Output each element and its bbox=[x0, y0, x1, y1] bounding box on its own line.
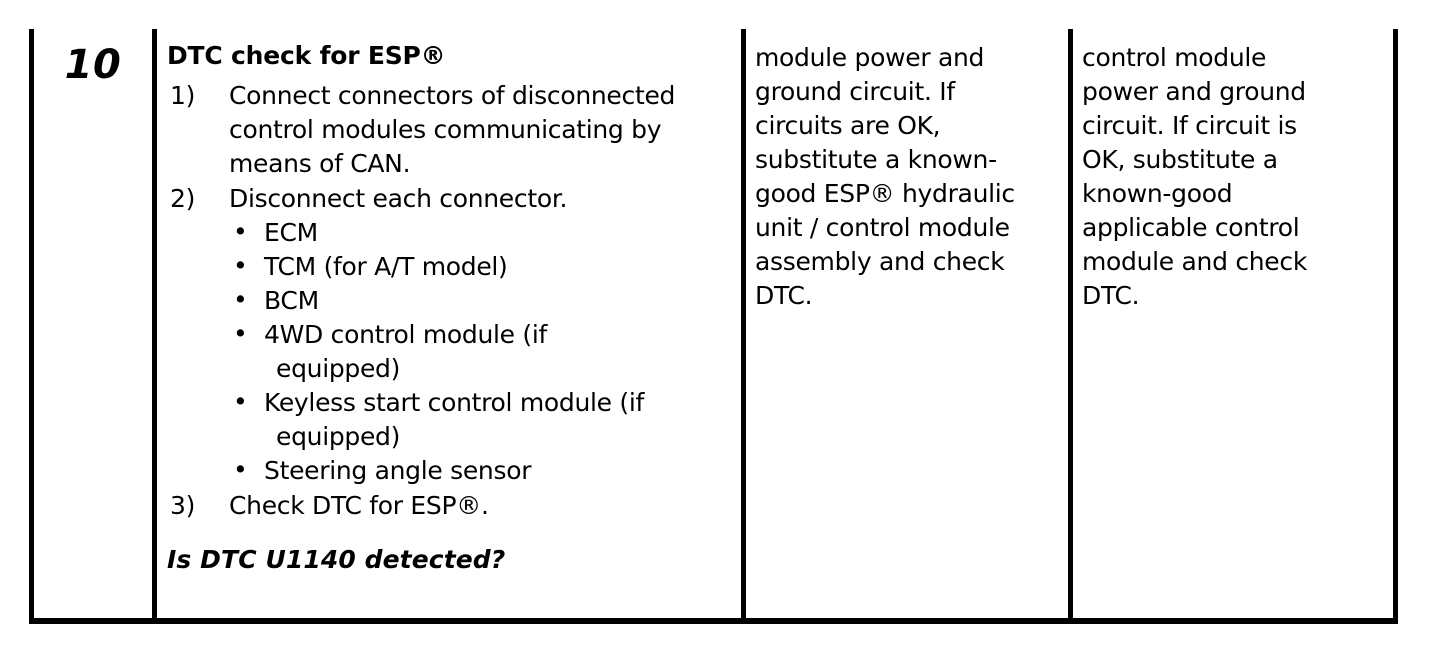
step-number-cell: 10 bbox=[34, 29, 152, 618]
action-step-1: 1) Connect connectors of disconnected co… bbox=[167, 79, 735, 181]
action-step-1-text: Connect connectors of disconnected contr… bbox=[229, 81, 676, 178]
no-line: known-good bbox=[1082, 179, 1233, 208]
yes-line: module power and bbox=[755, 43, 985, 72]
yes-line: substitute a known- bbox=[755, 145, 997, 174]
bullet-dot-icon: • bbox=[233, 251, 248, 280]
action-step-list: 1) Connect connectors of disconnected co… bbox=[167, 79, 735, 523]
yes-line: ground circuit. If bbox=[755, 77, 955, 106]
no-line: DTC. bbox=[1082, 281, 1140, 310]
no-line: power and ground bbox=[1082, 77, 1306, 106]
yes-line: assembly and check bbox=[755, 247, 1005, 276]
action-step-1-marker: 1) bbox=[170, 81, 196, 110]
bullet-dot-icon: • bbox=[233, 285, 248, 314]
yes-result-cell: module power and ground circuit. If circ… bbox=[746, 29, 1068, 618]
connector-bullet-tcm: • TCM (for A/T model) bbox=[229, 250, 735, 284]
connector-bullet-ecm-label: ECM bbox=[264, 218, 318, 247]
step-number: 10 bbox=[64, 42, 122, 88]
connector-bullet-4wd-label: 4WD control module (if bbox=[264, 320, 547, 349]
action-heading: DTC check for ESP® bbox=[167, 41, 446, 70]
action-cell: DTC check for ESP® 1) Connect connectors… bbox=[157, 29, 741, 618]
bullet-dot-icon: • bbox=[233, 387, 248, 416]
yes-line: circuits are OK, bbox=[755, 111, 941, 140]
yes-line: DTC. bbox=[755, 281, 813, 310]
table-border-bottom bbox=[29, 618, 1398, 624]
yes-line: unit / control module bbox=[755, 213, 1010, 242]
table-divider-action bbox=[741, 29, 746, 623]
no-line: control module bbox=[1082, 43, 1267, 72]
bullet-dot-icon: • bbox=[233, 455, 248, 484]
action-step-2: 2) Disconnect each connector. • ECM • TC… bbox=[167, 182, 735, 488]
table-border-right bbox=[1393, 29, 1398, 623]
action-step-2-marker: 2) bbox=[170, 184, 196, 213]
action-step-3: 3) Check DTC for ESP®. bbox=[167, 489, 735, 523]
no-line: applicable control bbox=[1082, 213, 1300, 242]
table-divider-yes bbox=[1068, 29, 1073, 623]
connector-bullet-4wd: • 4WD control module (if equipped) bbox=[229, 318, 735, 386]
connector-bullet-keyless: • Keyless start control module (if equip… bbox=[229, 386, 735, 454]
bullet-dot-icon: • bbox=[233, 319, 248, 348]
action-step-3-text: Check DTC for ESP®. bbox=[229, 491, 489, 520]
connector-bullet-bcm: • BCM bbox=[229, 284, 735, 318]
connector-bullet-4wd-continuation: equipped) bbox=[276, 354, 401, 383]
connector-bullet-keyless-label: Keyless start control module (if bbox=[264, 388, 644, 417]
connector-bullet-bcm-label: BCM bbox=[264, 286, 319, 315]
connector-bullet-keyless-continuation: equipped) bbox=[276, 422, 401, 451]
no-line: OK, substitute a bbox=[1082, 145, 1278, 174]
connector-bullet-tcm-label: TCM (for A/T model) bbox=[264, 252, 508, 281]
no-line: circuit. If circuit is bbox=[1082, 111, 1297, 140]
connector-bullet-list: • ECM • TCM (for A/T model) • BCM • 4WD … bbox=[229, 216, 735, 488]
action-step-3-marker: 3) bbox=[170, 491, 196, 520]
decision-question: Is DTC U1140 detected? bbox=[167, 545, 506, 574]
bullet-dot-icon: • bbox=[233, 217, 248, 246]
table-border-left bbox=[29, 29, 34, 623]
connector-bullet-steering-angle-sensor-label: Steering angle sensor bbox=[264, 456, 532, 485]
yes-line: good ESP® hydraulic bbox=[755, 179, 1015, 208]
connector-bullet-steering-angle-sensor: • Steering angle sensor bbox=[229, 454, 735, 488]
no-result-cell: control module power and ground circuit.… bbox=[1073, 29, 1393, 618]
action-step-2-text: Disconnect each connector. bbox=[229, 184, 568, 213]
connector-bullet-ecm: • ECM bbox=[229, 216, 735, 250]
no-line: module and check bbox=[1082, 247, 1308, 276]
table-divider-step bbox=[152, 29, 157, 623]
